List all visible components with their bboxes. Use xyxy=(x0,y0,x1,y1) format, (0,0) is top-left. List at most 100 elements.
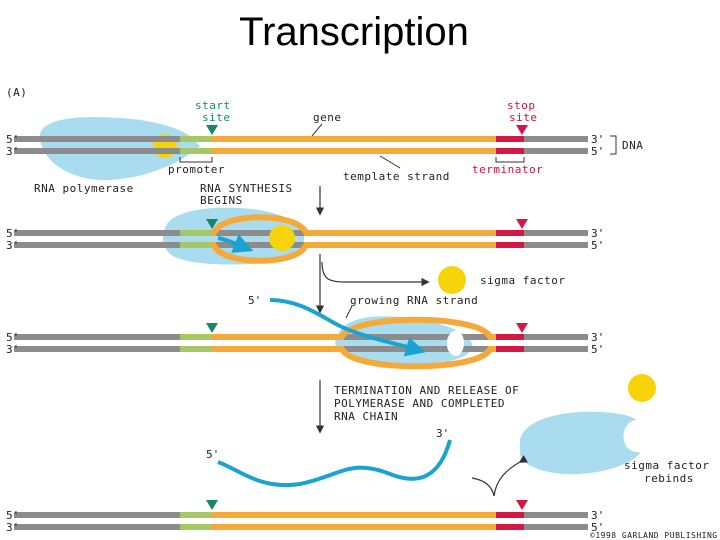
rna-polymerase-label: RNA polymerase xyxy=(34,182,134,195)
five-prime-bottom: 5' xyxy=(591,239,604,252)
promoter-region-bottom xyxy=(180,346,212,352)
three-prime-top: 3' xyxy=(591,509,604,522)
three-prime-bottom: 3' xyxy=(6,521,19,534)
stop-site-marker xyxy=(516,219,528,229)
stop-site-label-1: stop xyxy=(507,99,536,112)
gene-region xyxy=(304,230,496,236)
growing-rna-label: growing RNA strand xyxy=(350,294,478,307)
gene-region xyxy=(212,512,496,518)
start-site-marker xyxy=(206,500,218,510)
terminator-region xyxy=(496,136,524,142)
sigma-vacancy xyxy=(446,330,464,356)
gene-region xyxy=(212,334,344,340)
start-site-label-1: start xyxy=(195,99,231,112)
rna-chain-three-prime: 3' xyxy=(436,427,449,440)
gene-label: gene xyxy=(313,111,342,124)
template-pointer xyxy=(379,155,401,169)
row-3-elongation: 5' 3' 3' 5' xyxy=(6,298,604,370)
bubble-bottom-strand xyxy=(339,347,493,370)
growing-rna-pointer xyxy=(345,305,353,319)
promoter-region xyxy=(180,136,212,142)
dna-bracket xyxy=(610,135,617,155)
three-prime-bottom: 3' xyxy=(6,343,19,356)
terminator-region-bottom xyxy=(496,242,524,248)
five-prime-bottom: 5' xyxy=(591,145,604,158)
dna-label: DNA xyxy=(622,139,643,152)
page-title: Transcription xyxy=(239,10,469,54)
dna-strand-top xyxy=(14,230,588,236)
terminator-bracket xyxy=(495,157,525,163)
polymerase-rebind-arrow xyxy=(493,455,528,497)
gene-region-bottom xyxy=(212,148,496,154)
stop-site-marker xyxy=(516,500,528,510)
gene-region-bottom xyxy=(304,242,496,248)
sigma-rebinds-label-2: rebinds xyxy=(644,472,694,485)
three-prime-bottom: 3' xyxy=(6,239,19,252)
three-prime-top: 3' xyxy=(591,331,604,344)
rebinding-sigma-factor xyxy=(628,374,656,402)
termination-label-1: TERMINATION AND RELEASE OF xyxy=(334,384,519,397)
five-prime-top: 5' xyxy=(6,133,19,146)
five-prime-bottom: 5' xyxy=(591,521,604,534)
terminator-region xyxy=(496,512,524,518)
promoter-region xyxy=(180,334,212,340)
sigma-factor-shape xyxy=(269,225,295,251)
gene-region-tail-bottom xyxy=(488,346,496,352)
gene-region xyxy=(212,136,496,142)
rna-strand-start xyxy=(217,234,254,253)
panel-label: (A) xyxy=(6,86,27,99)
rna-polymerase-shape xyxy=(335,316,473,364)
start-site-marker xyxy=(206,219,218,229)
dna-strand-bottom xyxy=(14,242,588,248)
promoter-region-bottom xyxy=(180,148,212,154)
five-prime-top: 5' xyxy=(6,509,19,522)
terminator-region xyxy=(496,334,524,340)
gene-pointer xyxy=(311,123,323,137)
sigma-rebinds-label-1: sigma factor xyxy=(624,459,709,472)
row-4-final: 5' 3' 3' 5' xyxy=(6,500,604,534)
rna-chain-five-prime: 5' xyxy=(206,448,219,461)
bubble-top-strand xyxy=(211,214,309,235)
terminator-region-bottom xyxy=(496,524,524,530)
promoter-label: promoter xyxy=(168,163,225,176)
row-1-initial: start site stop site gene promoter termi… xyxy=(6,99,643,195)
termination-label-3: RNA CHAIN xyxy=(334,410,398,423)
completed-rna-chain xyxy=(217,439,452,488)
sigma-factor-label: sigma factor xyxy=(480,274,565,287)
gene-region-tail xyxy=(488,334,496,340)
sigma-release-arrow xyxy=(321,261,430,287)
rna-five-prime-label: 5' xyxy=(248,294,261,307)
released-polymerase-socket xyxy=(623,420,636,450)
rna-synthesis-label-1: RNA SYNTHESIS xyxy=(200,182,293,195)
five-prime-bottom: 5' xyxy=(591,343,604,356)
growing-rna-strand xyxy=(269,298,426,357)
terminator-region-bottom xyxy=(496,148,524,154)
three-prime-bottom: 3' xyxy=(6,145,19,158)
start-site-marker xyxy=(206,125,218,135)
terminator-region-bottom xyxy=(496,346,524,352)
termination-label-2: POLYMERASE AND COMPLETED xyxy=(334,397,505,410)
three-prime-top: 3' xyxy=(591,133,604,146)
gene-region-bottom xyxy=(212,524,496,530)
terminator-region xyxy=(496,230,524,236)
promoter-bracket xyxy=(179,157,213,163)
five-prime-top: 5' xyxy=(6,227,19,240)
template-strand-label: template strand xyxy=(343,170,450,183)
bubble-bottom-strand xyxy=(211,243,309,264)
promoter-region-bottom xyxy=(180,242,212,248)
copyright-label: ©1998 GARLAND PUBLISHING xyxy=(590,531,718,540)
start-site-marker xyxy=(206,323,218,333)
five-prime-top: 5' xyxy=(6,331,19,344)
stop-site-label-2: site xyxy=(509,111,538,124)
terminator-label: terminator xyxy=(472,163,543,176)
promoter-region xyxy=(180,230,212,236)
released-polymerase xyxy=(520,411,640,475)
stop-site-marker xyxy=(516,125,528,135)
released-sigma-factor xyxy=(438,266,466,294)
stop-site-marker xyxy=(516,323,528,333)
promoter-region-bottom xyxy=(180,524,212,530)
row-2-initiation: 5' 3' 3' 5' xyxy=(6,207,604,265)
rna-synthesis-label-2: BEGINS xyxy=(200,194,243,207)
rebind-arrow-branch xyxy=(471,477,495,497)
